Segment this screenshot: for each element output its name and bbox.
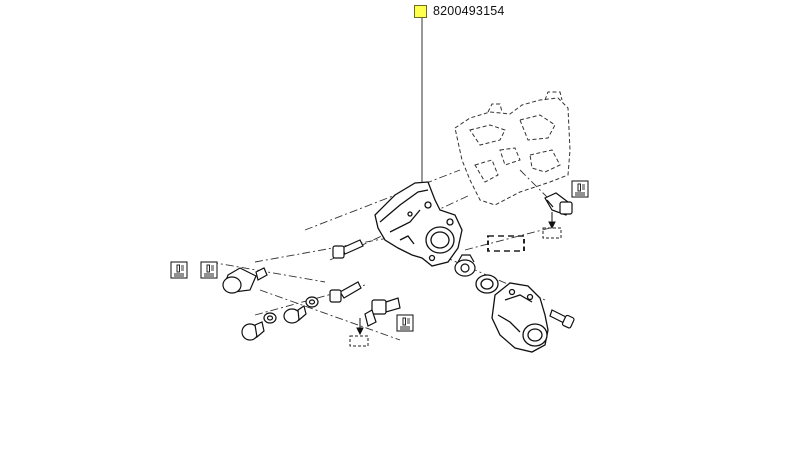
engine-block-outline [454,91,571,206]
coolant-temp-sensor-icon [200,261,218,279]
water-outlet-housing [491,282,549,353]
part-number-text[interactable]: 8200493154 [433,4,505,18]
thermostat-seal-ring [475,274,499,294]
highlight-swatch-icon [414,4,427,18]
coolant-temp-sensor-icon [396,314,414,332]
placeholder-box-center [349,335,369,347]
left-temp-sensor [222,267,268,294]
plug-1 [283,305,307,324]
thermostat-element [454,254,476,277]
washer-2 [263,312,277,324]
thermostat-housing [374,181,463,267]
right-temp-sensor [544,192,573,216]
bolt-upper [332,239,364,259]
center-temp-sensor [364,297,401,327]
placeholder-box-top [487,235,525,252]
plug-2 [241,321,265,341]
direction-arrows [356,212,556,336]
part-number-callout[interactable]: 8200493154 [414,3,505,19]
bolt-middle [329,281,362,303]
coolant-temp-sensor-icon [571,180,589,198]
washer-1 [305,296,319,308]
coolant-temp-sensor-icon [170,261,188,279]
outlet-bolt [549,309,575,329]
